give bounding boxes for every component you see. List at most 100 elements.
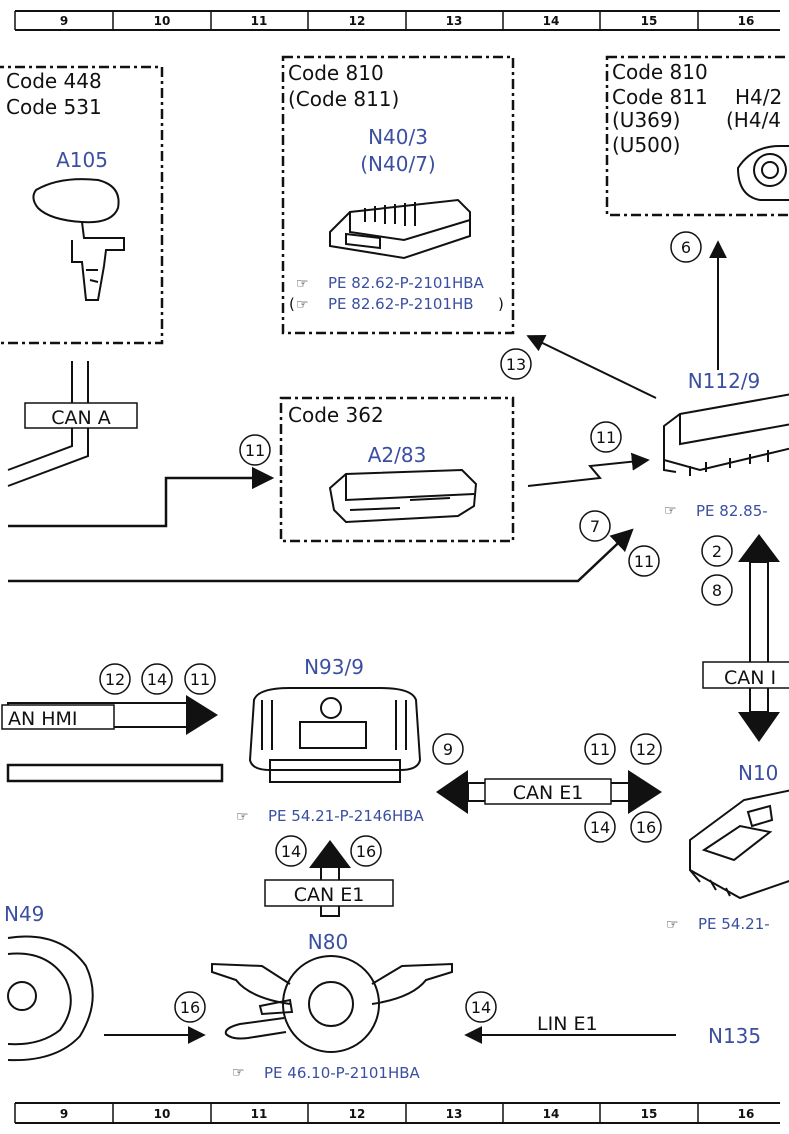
svg-text:6: 6 xyxy=(681,238,691,257)
can-hmi-label-box xyxy=(1,704,115,730)
n112-module-icon xyxy=(663,393,789,476)
ruler-col: 12 xyxy=(349,1107,366,1121)
marker-circle: 9 xyxy=(432,733,464,765)
marker-circle: 2 xyxy=(701,535,733,567)
marker-circle: 11 xyxy=(628,545,660,577)
component-label: N93/9 xyxy=(304,655,364,679)
reference-link[interactable]: PE 82.85- xyxy=(696,502,768,520)
svg-text:13: 13 xyxy=(506,355,526,374)
svg-text:11: 11 xyxy=(590,740,610,759)
svg-text:11: 11 xyxy=(245,441,265,460)
component-label: A2/83 xyxy=(368,443,427,467)
bus-label: CAN E1 xyxy=(513,782,584,804)
marker-circle: 14 xyxy=(141,663,173,695)
ruler-col: 16 xyxy=(738,1107,755,1121)
svg-text:12: 12 xyxy=(636,740,656,759)
svg-text:14: 14 xyxy=(590,818,610,837)
reference-icon: ☞ xyxy=(296,297,309,313)
code-line: Code 811 xyxy=(612,85,708,109)
bus-label: CAN I xyxy=(724,667,776,689)
reference-link[interactable]: PE 82.62-P-2101HBA xyxy=(328,274,485,292)
bus-label: LIN E1 xyxy=(537,1013,598,1035)
reference-link[interactable]: PE 54.21- xyxy=(698,915,770,933)
marker-circle: 14 xyxy=(584,811,616,843)
ruler-col: 9 xyxy=(60,1107,68,1121)
component-label: N112/9 xyxy=(688,369,761,393)
speaker-icon xyxy=(736,145,789,201)
svg-text:2: 2 xyxy=(712,542,722,561)
marker-circle: 12 xyxy=(630,733,662,765)
marker-circle: 16 xyxy=(350,835,382,867)
code-box-left xyxy=(0,65,164,345)
code-line: Code 448 xyxy=(6,69,102,93)
ruler-col: 15 xyxy=(641,1107,658,1121)
bus-label: CAN A xyxy=(51,407,111,429)
component-label: N135 xyxy=(708,1024,761,1048)
marker-circle: 7 xyxy=(579,510,611,542)
n10-module-icon xyxy=(689,789,789,900)
reference-icon: ☞ xyxy=(664,503,677,519)
code-box-mid xyxy=(279,396,515,543)
reference-link[interactable]: PE 54.21-P-2146HBA xyxy=(268,807,425,825)
marker-circle: 14 xyxy=(275,835,307,867)
svg-text:8: 8 xyxy=(712,581,722,600)
signal-line xyxy=(8,528,634,583)
ruler-col: 16 xyxy=(738,14,755,28)
code-line: (U369) xyxy=(612,108,680,132)
steering-column-switch-icon xyxy=(211,955,453,1053)
code-line: Code 531 xyxy=(6,95,102,119)
code-line: Code 362 xyxy=(288,403,384,427)
component-label: N80 xyxy=(308,930,348,954)
code-line: (U500) xyxy=(612,133,680,157)
svg-text:16: 16 xyxy=(636,818,656,837)
ruler-col: 11 xyxy=(251,14,268,28)
marker-circle: 16 xyxy=(174,991,206,1023)
ruler-col: 11 xyxy=(251,1107,268,1121)
ruler-col: 10 xyxy=(154,14,171,28)
ruler-col: 12 xyxy=(349,14,366,28)
ruler-col: 14 xyxy=(543,14,560,28)
reference-icon: ☞ xyxy=(232,1065,245,1081)
paren-close: ) xyxy=(498,295,504,313)
component-label: A105 xyxy=(56,148,108,172)
marker-circle: 12 xyxy=(99,663,131,695)
code-line: Code 810 xyxy=(288,61,384,85)
signal-line xyxy=(527,452,650,487)
marker-circle: 11 xyxy=(184,663,216,695)
signal-line xyxy=(526,334,657,399)
svg-text:14: 14 xyxy=(147,670,167,689)
svg-text:12: 12 xyxy=(105,670,125,689)
marker-circle: 16 xyxy=(630,811,662,843)
code-box-center xyxy=(281,55,515,335)
ruler-col: 9 xyxy=(60,14,68,28)
svg-text:7: 7 xyxy=(590,517,600,536)
marker-circle: 11 xyxy=(590,421,622,453)
top-ruler: 9 10 11 12 13 14 15 16 xyxy=(14,10,780,31)
component-label: N10 xyxy=(738,761,778,785)
module-a2-83-icon xyxy=(328,468,478,524)
component-label: N49 xyxy=(4,902,44,926)
bus-label: CAN E1 xyxy=(294,884,365,906)
bottom-ruler: 9 10 11 12 13 14 15 16 xyxy=(14,1102,780,1124)
reference-icon: ☞ xyxy=(666,917,679,933)
bus-label: AN HMI xyxy=(8,708,78,730)
can-right-label-box xyxy=(702,661,789,689)
can-e1-h-label-box xyxy=(484,778,612,805)
marker-circle: 11 xyxy=(584,733,616,765)
svg-text:11: 11 xyxy=(596,428,616,447)
paren-open: ( xyxy=(289,295,295,313)
marker-circle: 11 xyxy=(239,434,271,466)
ruler-col: 10 xyxy=(154,1107,171,1121)
reference-link[interactable]: PE 46.10-P-2101HBA xyxy=(264,1064,421,1082)
n93-module-icon xyxy=(248,687,422,783)
can-a-label-box xyxy=(24,402,138,429)
marker-circle: 14 xyxy=(465,991,497,1023)
reference-link[interactable]: PE 82.62-P-2101HB xyxy=(328,295,474,313)
reference-icon: ☞ xyxy=(236,809,249,825)
code-line: Code 810 xyxy=(612,60,708,84)
ruler-col: 13 xyxy=(446,1107,463,1121)
svg-text:14: 14 xyxy=(471,998,491,1017)
can-a-bus xyxy=(7,361,89,487)
selector-lever-icon xyxy=(32,178,125,301)
svg-text:16: 16 xyxy=(356,842,376,861)
